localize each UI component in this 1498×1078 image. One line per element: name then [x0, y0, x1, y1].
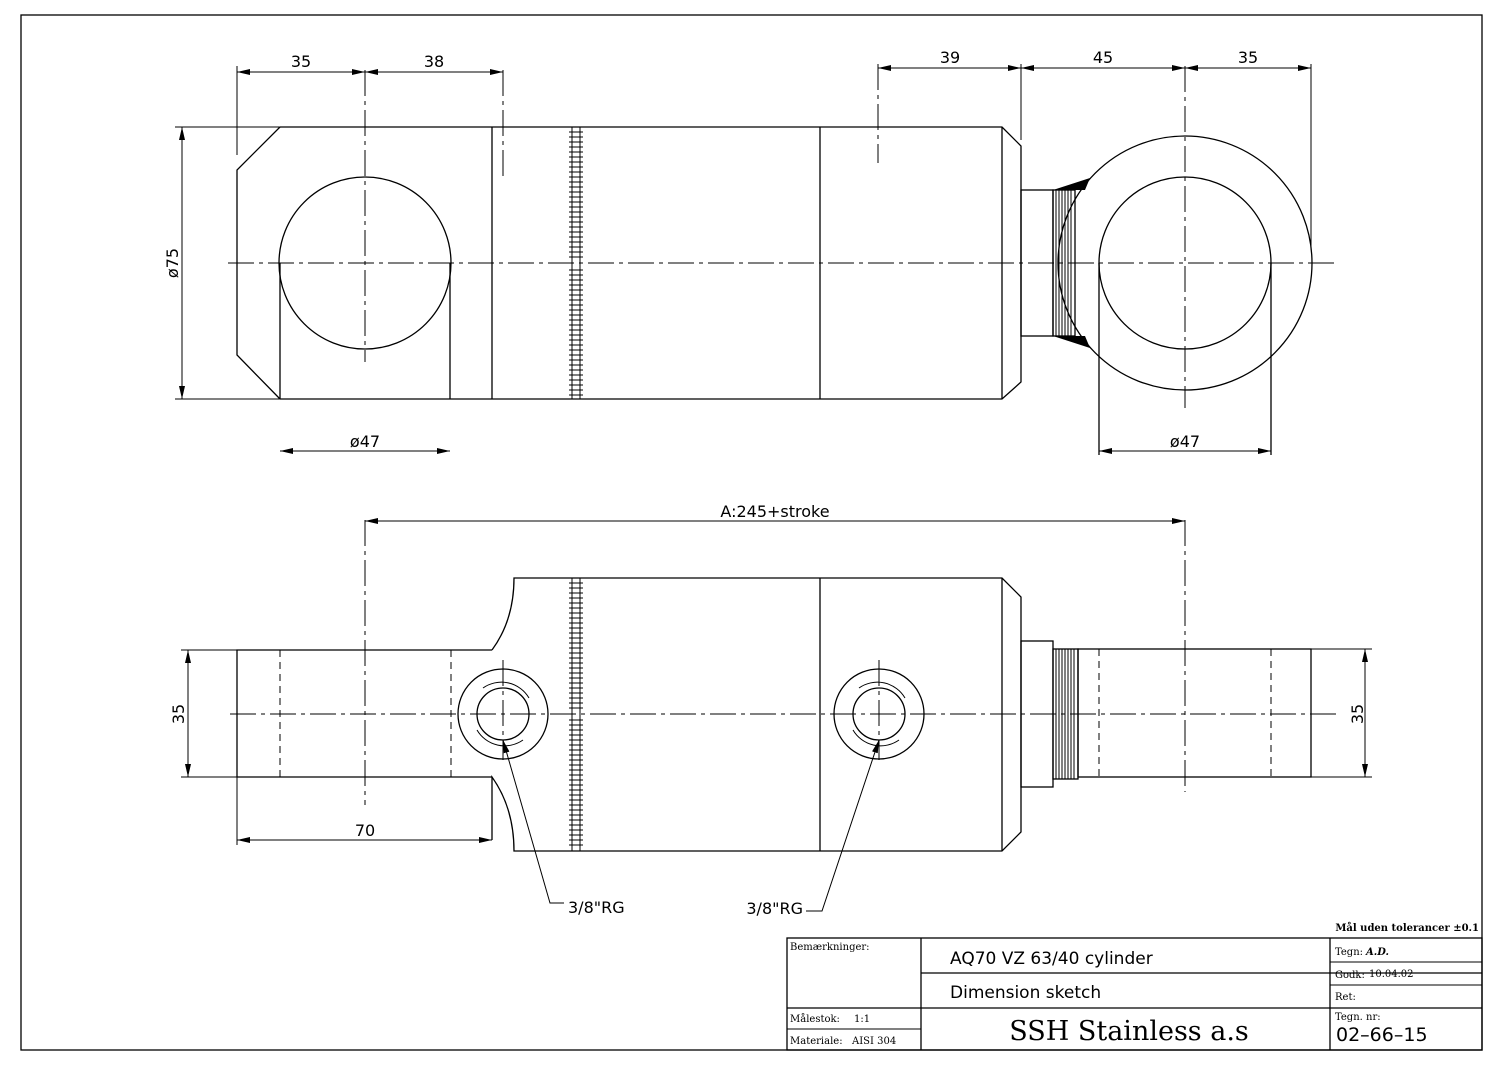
drawing-frame [20, 14, 1483, 1051]
port-thread-left-label: 3/8"RG [568, 898, 625, 917]
port-thread-right-label: 3/8"RG [746, 899, 803, 918]
revision-label: Ret: [1335, 992, 1356, 1003]
scale-value: 1:1 [854, 1014, 870, 1025]
dim-35-side-right: 35 [1348, 704, 1367, 724]
drawing-subtitle: Dimension sketch [950, 983, 1101, 1003]
dim-35-top-right: 35 [1238, 48, 1258, 67]
drawn-value: A.D. [1365, 947, 1389, 958]
scale-label: Målestok: [790, 1013, 840, 1025]
title-block: Mål uden tolerancer ±0.1 Bemærkninger: A… [786, 922, 1483, 1051]
dim-overall-length: A:245+stroke [720, 502, 829, 521]
tolerance-note: Mål uden tolerancer ±0.1 [1335, 922, 1479, 934]
drawing-title: AQ70 VZ 63/40 cylinder [950, 949, 1153, 969]
dim-35-side-left: 35 [169, 704, 188, 724]
dim-39-top: 39 [940, 48, 960, 67]
dim-dia-47-right: ø47 [1170, 432, 1200, 451]
drawn-label: Tegn: [1335, 947, 1363, 958]
approved-value: 10.04.02 [1369, 969, 1414, 980]
dim-70-bottom: 70 [355, 821, 375, 840]
top-view: 35 38 39 45 35 ø75 ø47 ø47 [163, 48, 1335, 455]
dim-35-top-left: 35 [291, 52, 311, 71]
approved-label: Godk: [1335, 970, 1365, 981]
dim-45-top: 45 [1093, 48, 1113, 67]
material-label: Materiale: [790, 1036, 843, 1047]
remarks-label: Bemærkninger: [790, 942, 870, 953]
drawing-number: 02–66–15 [1336, 1024, 1428, 1046]
dim-38-top: 38 [424, 52, 444, 71]
drawing-number-label: Tegn. nr: [1335, 1012, 1381, 1023]
company-name: SSH Stainless a.s [1009, 1016, 1249, 1047]
dim-dia-47-left: ø47 [350, 432, 380, 451]
dim-dia-75: ø75 [163, 248, 182, 278]
side-view: A:245+stroke 35 35 70 3/8"RG 3/8"RG [169, 502, 1372, 918]
material-value: AISI 304 [851, 1036, 896, 1047]
